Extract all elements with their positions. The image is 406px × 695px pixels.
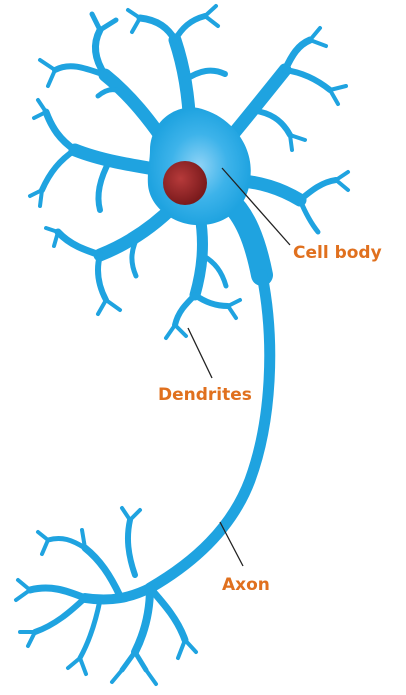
dendrites-label: Dendrites [158, 385, 252, 405]
axon-terminals [16, 508, 196, 684]
nucleus [163, 161, 207, 205]
dendrites-leader [188, 328, 212, 378]
axon-label: Axon [222, 575, 270, 595]
cell-body-label: Cell body [293, 243, 382, 263]
axon-leader [220, 522, 243, 566]
